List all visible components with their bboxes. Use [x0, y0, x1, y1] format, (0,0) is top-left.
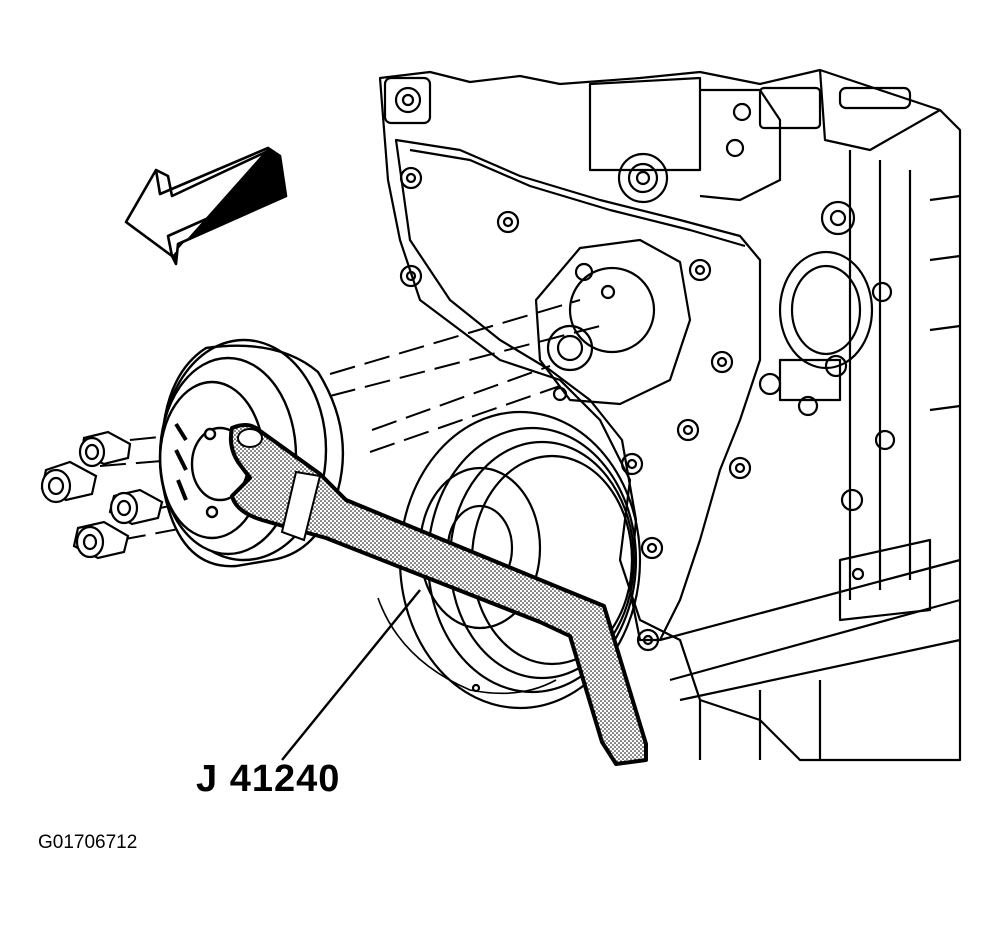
hex-bolt-icon: [40, 430, 164, 560]
left-arrow-icon: [124, 146, 288, 266]
tool-leader-line: [281, 589, 421, 761]
bolt-1: [78, 430, 132, 468]
bolt-4: [72, 520, 130, 560]
holding-tool: [228, 423, 648, 766]
bolt-2: [40, 460, 98, 504]
bolt-3: [108, 488, 164, 526]
tool-number-label: J 41240: [196, 758, 341, 800]
engine-block: [378, 68, 962, 762]
figure-id: G01706712: [38, 832, 138, 853]
